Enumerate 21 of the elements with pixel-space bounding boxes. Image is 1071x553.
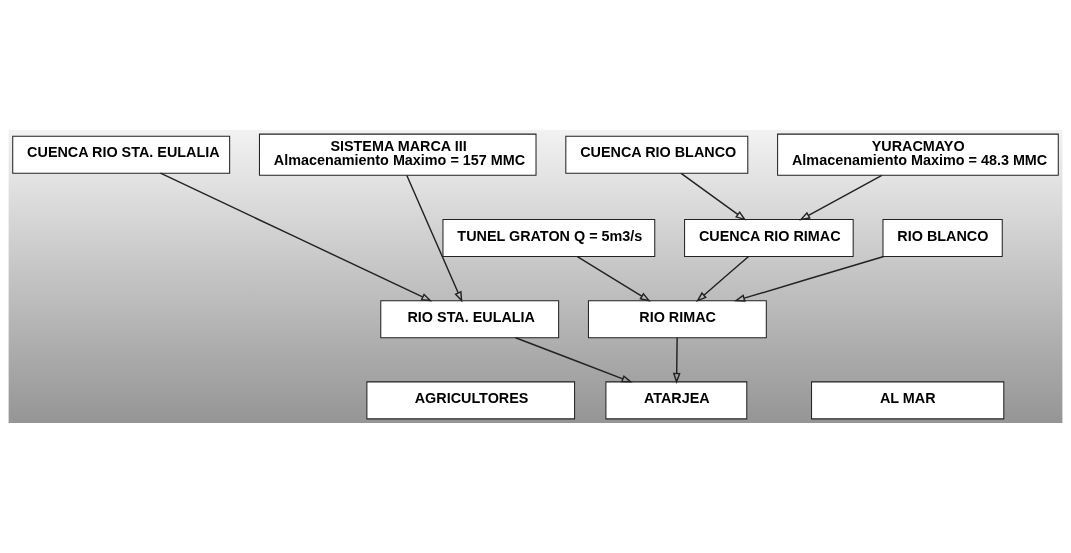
arrow xyxy=(696,255,750,303)
arrow xyxy=(159,172,433,302)
arrow xyxy=(734,255,885,302)
node-box: AGRICULTORES xyxy=(366,381,576,420)
arrow xyxy=(799,174,883,221)
node-box: TUNEL GRATON Q = 5m3/s xyxy=(442,218,656,257)
node-box: YURACMAYO Almacenamiento Maximo = 48.3 MMC xyxy=(777,133,1059,176)
node-box: ATARJEA xyxy=(605,381,748,420)
node-box: RIO RIMAC xyxy=(587,300,767,339)
node-box: RIO STA. EULALIA xyxy=(380,300,560,339)
arrow xyxy=(514,337,633,383)
node-box: CUENCA RIO RIMAC xyxy=(684,218,854,257)
node-box: CUENCA RIO STA. EULALIA xyxy=(12,135,231,174)
arrow xyxy=(406,174,463,303)
arrow xyxy=(680,172,747,221)
node-box: CUENCA RIO BLANCO xyxy=(565,135,749,174)
node-box: RIO BLANCO xyxy=(882,218,1003,257)
arrow xyxy=(672,337,681,385)
arrow xyxy=(576,255,651,302)
node-box: SISTEMA MARCA III Almacenamiento Maximo = 157 MMC xyxy=(258,133,537,176)
node-box: AL MAR xyxy=(811,381,1005,420)
